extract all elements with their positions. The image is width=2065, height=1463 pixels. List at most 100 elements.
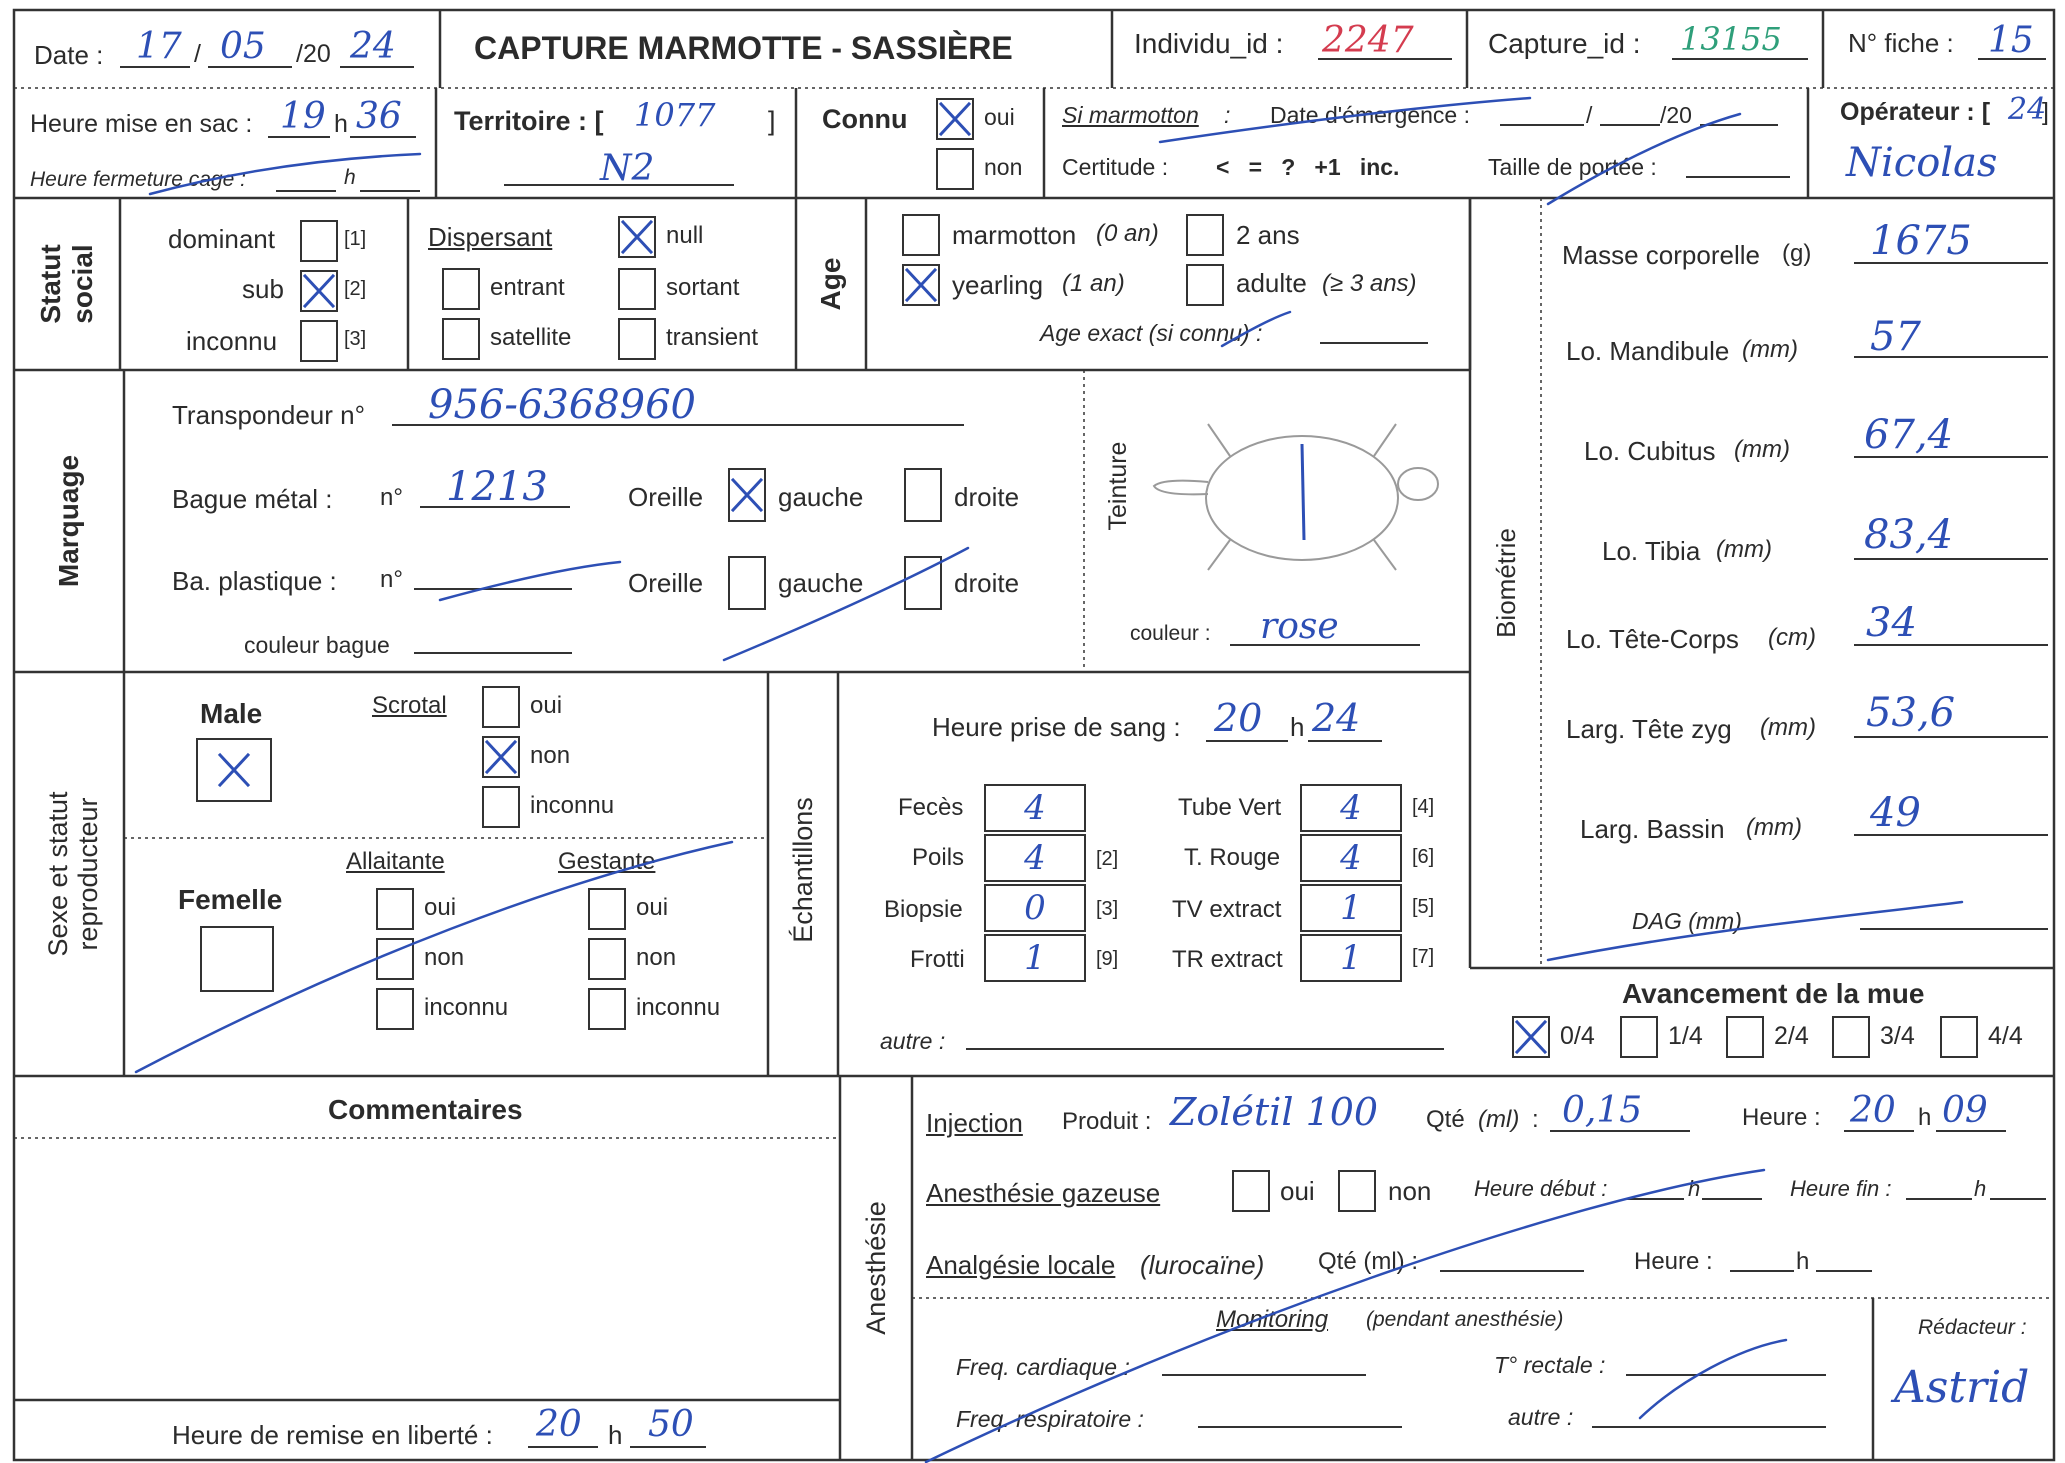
bio-mandibule-value[interactable]: 57 [1870, 314, 1921, 360]
allaitante-inconnu-checkbox[interactable] [376, 988, 414, 1030]
mue-2-label: 2/4 [1774, 1022, 1809, 1050]
entrant-checkbox[interactable] [442, 268, 480, 310]
sample-poils-cell[interactable]: 4 [984, 834, 1086, 882]
transpondeur-value[interactable]: 956-6368960 [428, 382, 697, 428]
dominant-checkbox[interactable] [300, 220, 338, 262]
gestante-inconnu-checkbox[interactable] [588, 988, 626, 1030]
sample-t-rouge-cell[interactable]: 4 [1300, 834, 1402, 882]
inj-heure-label: Heure : [1742, 1104, 1821, 1131]
male-checkbox[interactable] [196, 738, 272, 802]
sample-tube-vert-cell[interactable]: 4 [1300, 784, 1402, 832]
mue-0-checkbox[interactable] [1512, 1016, 1550, 1058]
individu-value[interactable]: 2247 [1322, 20, 1414, 61]
sac-minutes[interactable]: 36 [356, 96, 402, 137]
bague-metal-value[interactable]: 1213 [446, 464, 548, 510]
t-rectale-label: T° rectale : [1494, 1352, 1606, 1378]
capture-line [1672, 58, 1808, 60]
inj-minutes[interactable]: 09 [1942, 1090, 1988, 1131]
femelle-checkbox[interactable] [200, 926, 274, 992]
gazeuse-non-checkbox[interactable] [1338, 1170, 1376, 1212]
gestante-non-checkbox[interactable] [588, 938, 626, 980]
sample-tr-extract-cell[interactable]: 1 [1300, 934, 1402, 982]
territoire-value[interactable]: 1077 [634, 96, 716, 134]
territoire-sub[interactable]: N2 [600, 148, 655, 189]
yearling-checkbox[interactable] [902, 264, 940, 306]
null-checkbox[interactable] [618, 216, 656, 258]
bio-masse-value[interactable]: 1675 [1870, 218, 1972, 264]
scrotal-non-checkbox[interactable] [482, 736, 520, 778]
bio-tete-corps-value[interactable]: 34 [1866, 600, 1917, 646]
bio-tete-zyg-value[interactable]: 53,6 [1866, 690, 1956, 736]
emergence-month-line [1600, 124, 1660, 126]
inj-hours[interactable]: 20 [1850, 1090, 1896, 1131]
satellite-checkbox[interactable] [442, 318, 480, 360]
age-exact-line [1320, 342, 1428, 344]
sample-biopsie-cell[interactable]: 0 [984, 884, 1086, 932]
marmotton-checkbox[interactable] [902, 214, 940, 256]
scrotal-oui-checkbox[interactable] [482, 686, 520, 728]
produit-value[interactable]: Zolétil 100 [1170, 1090, 1379, 1134]
allaitante-non-checkbox[interactable] [376, 938, 414, 980]
sample-tv-extract-cell[interactable]: 1 [1300, 884, 1402, 932]
transient-label: transient [666, 324, 759, 351]
mue-3-checkbox[interactable] [1832, 1016, 1870, 1058]
oreille1-droite-label: droite [954, 482, 1020, 512]
gestante-non-label: non [636, 944, 677, 971]
anesthesie-autre-line [1592, 1426, 1826, 1428]
date-month[interactable]: 05 [220, 26, 266, 67]
age-exact-label: Age exact (si connu) : [1040, 320, 1263, 346]
deux-ans-checkbox[interactable] [1186, 214, 1224, 256]
scrotal-inconnu-checkbox[interactable] [482, 786, 520, 828]
sac-hours[interactable]: 19 [280, 96, 326, 137]
connu-non-checkbox[interactable] [936, 148, 974, 190]
operateur-code[interactable]: 24 [2008, 92, 2047, 127]
sample-t-rouge-value: 4 [1340, 838, 1362, 878]
transient-checkbox[interactable] [618, 318, 656, 360]
qte-value[interactable]: 0,15 [1562, 1090, 1643, 1131]
commentaires-textarea[interactable] [30, 1150, 820, 1390]
bio-tibia-value[interactable]: 83,4 [1864, 512, 1954, 558]
sac-minutes-line [350, 136, 416, 138]
bio-cubitus-value[interactable]: 67,4 [1864, 412, 1954, 458]
sang-minutes[interactable]: 24 [1312, 696, 1361, 740]
connu-oui-checkbox[interactable] [936, 98, 974, 140]
operateur-name[interactable]: Nicolas [1846, 140, 1998, 186]
date-year[interactable]: 24 [350, 26, 396, 67]
mue-1-checkbox[interactable] [1620, 1016, 1658, 1058]
date-day[interactable]: 17 [136, 26, 182, 67]
oreille1-gauche-checkbox[interactable] [728, 468, 766, 522]
sample-tv-extract-label: TV extract [1172, 896, 1282, 923]
sortant-checkbox[interactable] [618, 268, 656, 310]
fiche-value[interactable]: 15 [1988, 20, 2034, 61]
mue-2-checkbox[interactable] [1726, 1016, 1764, 1058]
mue-4-checkbox[interactable] [1940, 1016, 1978, 1058]
sample-frotti-label: Frotti [910, 946, 965, 973]
oreille1-gauche-label: gauche [778, 482, 864, 512]
capture-value[interactable]: 13155 [1680, 20, 1782, 58]
sample-tube-vert-label: Tube Vert [1178, 794, 1282, 821]
sample-tube-vert-code: [4] [1412, 796, 1435, 818]
gestante-oui-checkbox[interactable] [588, 888, 626, 930]
oreille1-droite-checkbox[interactable] [904, 468, 942, 522]
bio-bassin-value[interactable]: 49 [1870, 790, 1921, 836]
marmot-silhouette-icon[interactable] [1150, 410, 1440, 580]
gazeuse-oui-checkbox[interactable] [1232, 1170, 1270, 1212]
dominant-label: dominant [168, 224, 275, 254]
redacteur-name[interactable]: Astrid [1894, 1362, 2030, 1413]
sample-frotti-cell[interactable]: 1 [984, 934, 1086, 982]
oreille2-droite-checkbox[interactable] [904, 556, 942, 610]
remise-minutes[interactable]: 50 [648, 1404, 694, 1445]
oreille2-gauche-checkbox[interactable] [728, 556, 766, 610]
age-yearling-note: (1 an) [1062, 270, 1125, 297]
allaitante-oui-checkbox[interactable] [376, 888, 414, 930]
femelle-label: Femelle [178, 884, 283, 915]
adulte-checkbox[interactable] [1186, 264, 1224, 306]
remise-hours[interactable]: 20 [536, 1404, 582, 1445]
monitoring-note: (pendant anesthésie) [1366, 1308, 1564, 1331]
couleur-value[interactable]: rose [1260, 606, 1339, 647]
inconnu-checkbox[interactable] [300, 320, 338, 362]
sample-feces-cell[interactable]: 4 [984, 784, 1086, 832]
sub-checkbox[interactable] [300, 270, 338, 312]
sang-hours[interactable]: 20 [1214, 696, 1263, 740]
fiche-label: N° fiche : [1848, 28, 1954, 58]
